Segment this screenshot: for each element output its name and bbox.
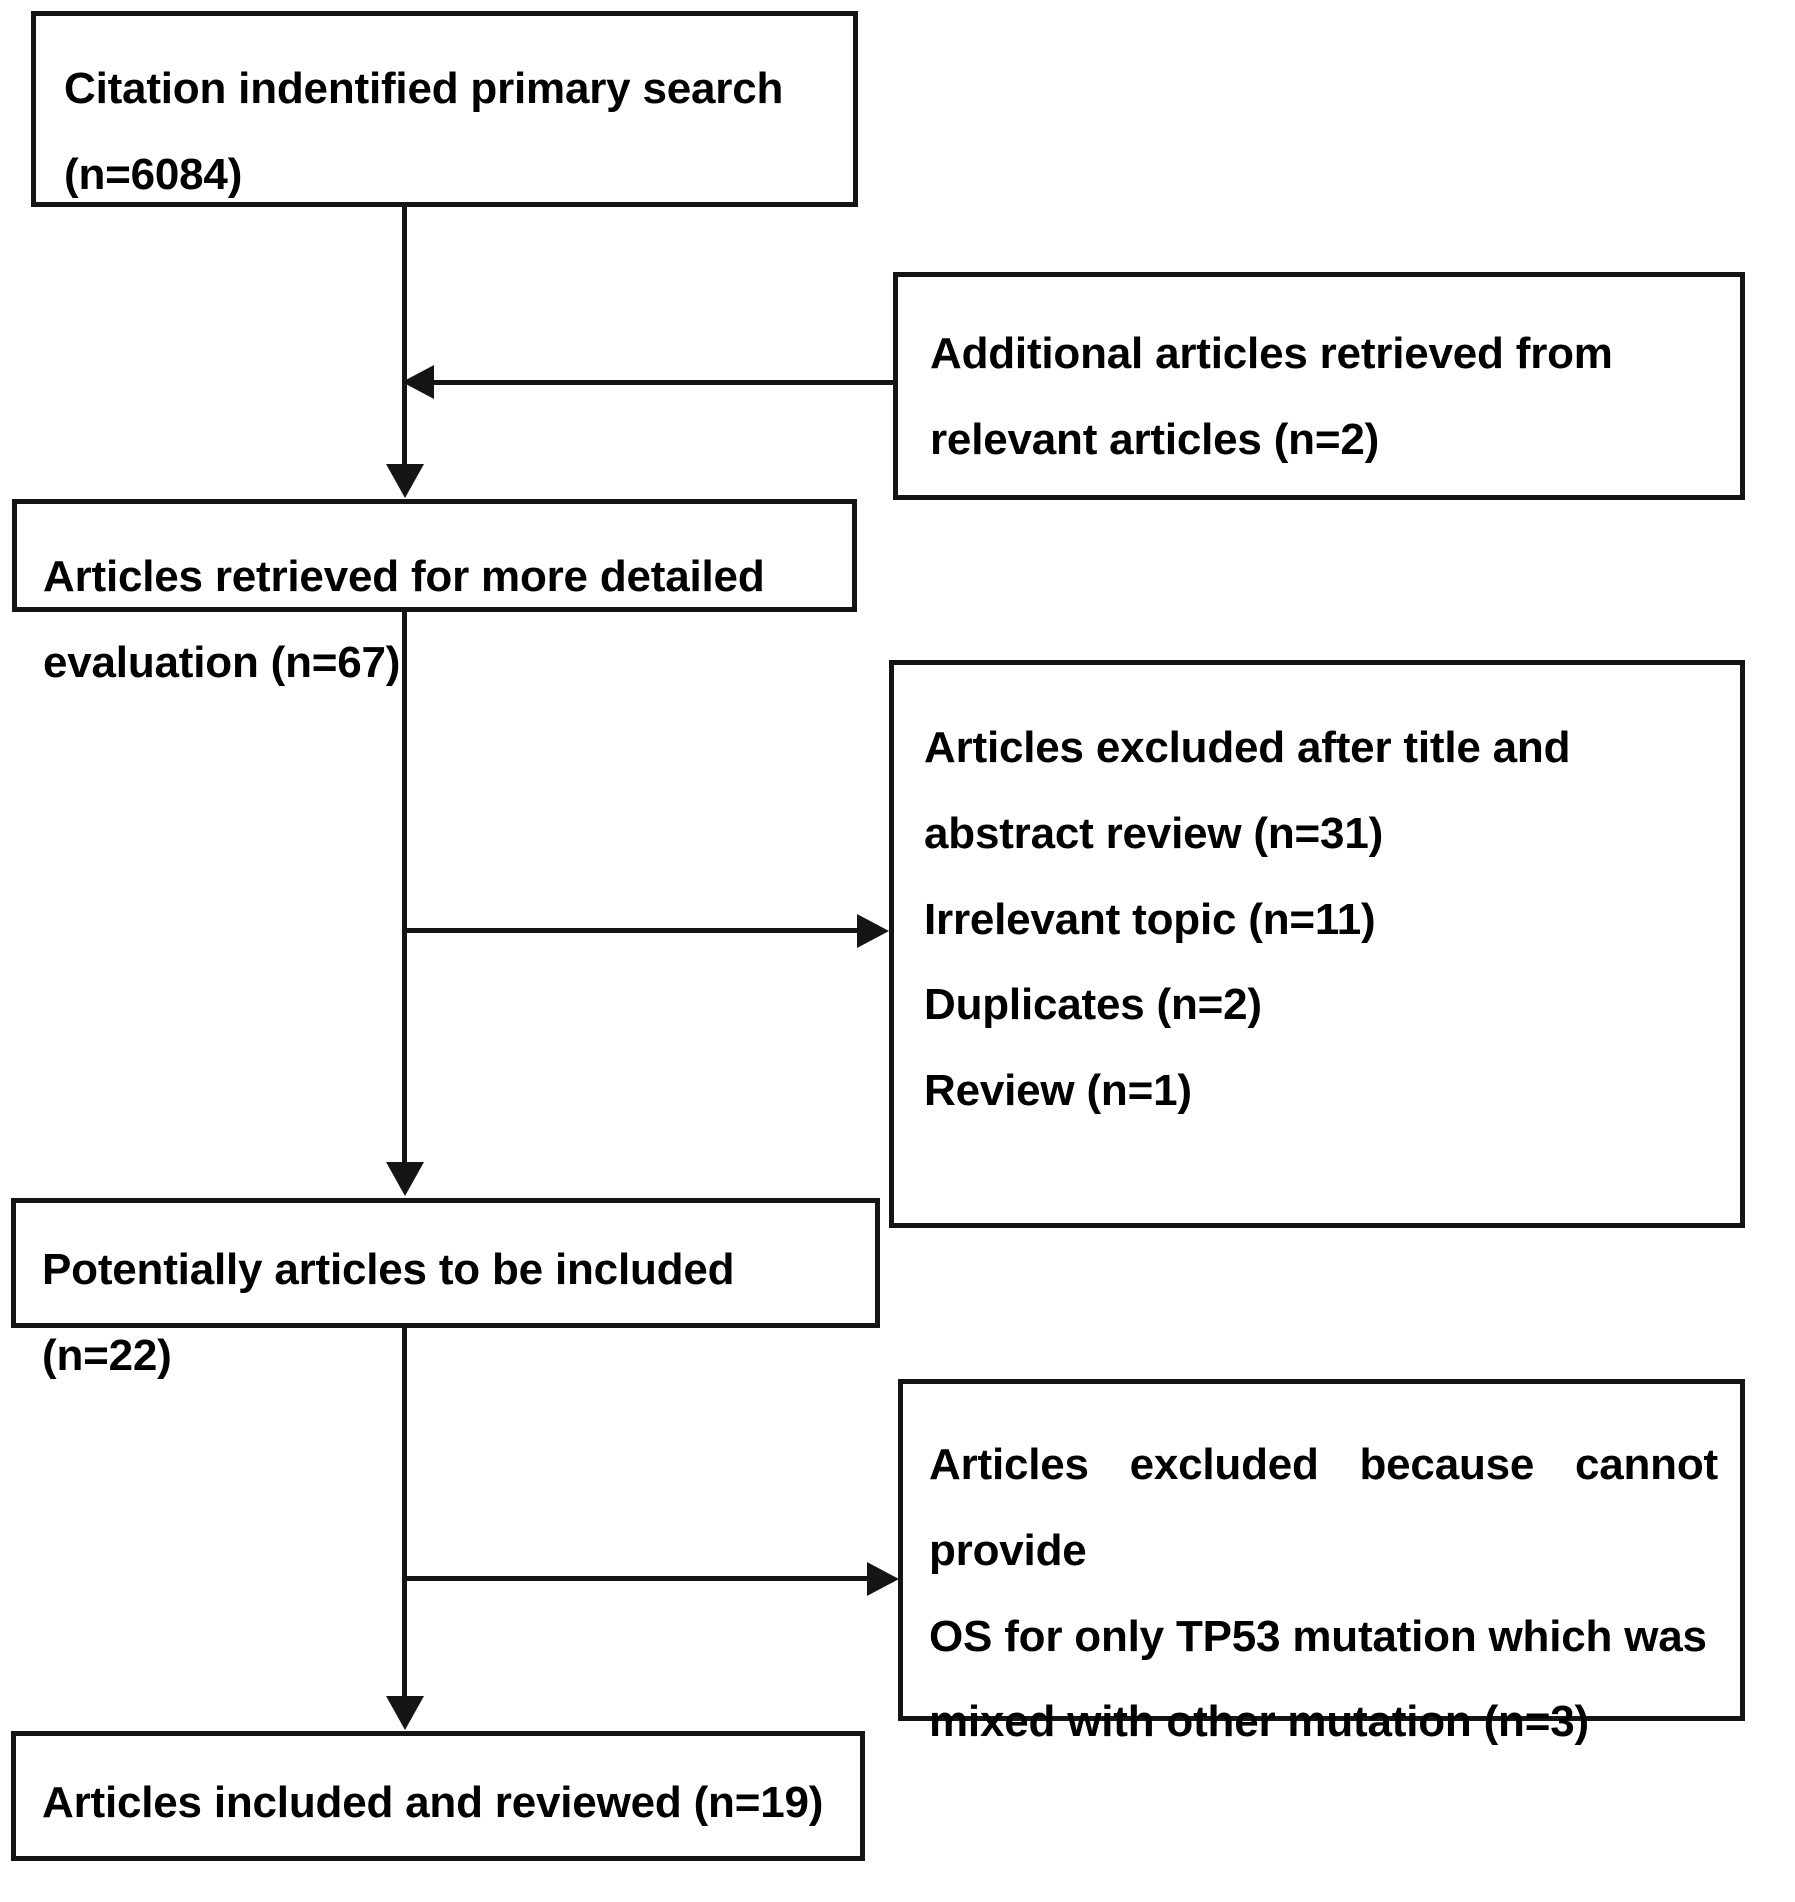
node-excluded2-line-3: mixed with other mutation (n=3) [929, 1697, 1589, 1747]
node-additional-articles-retrieved: Additional articles retrieved from relev… [893, 272, 1745, 500]
node-articles-retrieved-line-2: evaluation (n=67) [43, 637, 401, 687]
node-excluded1-line-1: Articles excluded after title and [924, 723, 1571, 772]
node-additional-line-1: Additional articles retrieved from [930, 329, 1613, 378]
node-articles-retrieved-detailed-evaluation: Articles retrieved for more detailed eva… [12, 499, 857, 687]
node-articles-retrieved-line-1: Articles retrieved for more detailed [43, 552, 765, 601]
node-included-line-1: Articles included and reviewed (n=19) [42, 1778, 824, 1827]
connector-additional-to-spine-arrowhead [402, 365, 434, 399]
node-potential-line-1: Potentially articles to be included (n=2… [42, 1245, 735, 1380]
node-articles-retrieved-content: Articles retrieved for more detailed eva… [17, 504, 852, 706]
connector-retrieved-to-potential-line [402, 612, 407, 1164]
node-excluded1-line-2: abstract review (n=31) [924, 808, 1384, 858]
node-excluded2-line-2: OS for only TP53 mutation which was [929, 1611, 1707, 1661]
node-articles-included-and-reviewed: Articles included and reviewed (n=19) [11, 1731, 865, 1861]
node-articles-excluded-no-os-data: Articles excluded because cannot provide… [898, 1379, 1745, 1746]
node-additional-line-2: relevant articles (n=2) [930, 414, 1380, 464]
node-potentially-articles-to-be-included: Potentially articles to be included (n=2… [11, 1198, 880, 1380]
node-excluded1-line-3: Irrelevant topic (n=11) [924, 894, 1376, 944]
node-citation-identified-primary-search: Citation indentified primary search (n=6… [31, 11, 858, 207]
node-excluded1-line-4: Duplicates (n=2) [924, 980, 1262, 1030]
connector-potential-to-included-arrowhead [386, 1696, 424, 1730]
connector-citation-to-retrieved-arrowhead [386, 464, 424, 498]
connector-potential-to-included-line [402, 1328, 407, 1698]
connector-retrieved-to-potential-arrowhead [386, 1162, 424, 1196]
connector-additional-to-spine-line [432, 380, 894, 385]
node-articles-excluded-title-abstract: Articles excluded after title and abstra… [889, 660, 1745, 1228]
connector-spine-to-excluded2-arrowhead [867, 1562, 899, 1596]
node-excluded2-line-1: Articles excluded because cannot provide [929, 1440, 1718, 1575]
node-citation-line-1: Citation indentified primary search [64, 64, 784, 113]
connector-spine-to-excluded1-line [404, 928, 859, 933]
connector-spine-to-excluded1-arrowhead [857, 914, 889, 948]
connector-spine-to-excluded2-line [404, 1576, 869, 1581]
node-excluded1-line-5: Review (n=1) [924, 1066, 1192, 1116]
node-citation-line-2: (n=6084) [64, 149, 243, 199]
connector-citation-to-retrieved-line [402, 207, 407, 466]
